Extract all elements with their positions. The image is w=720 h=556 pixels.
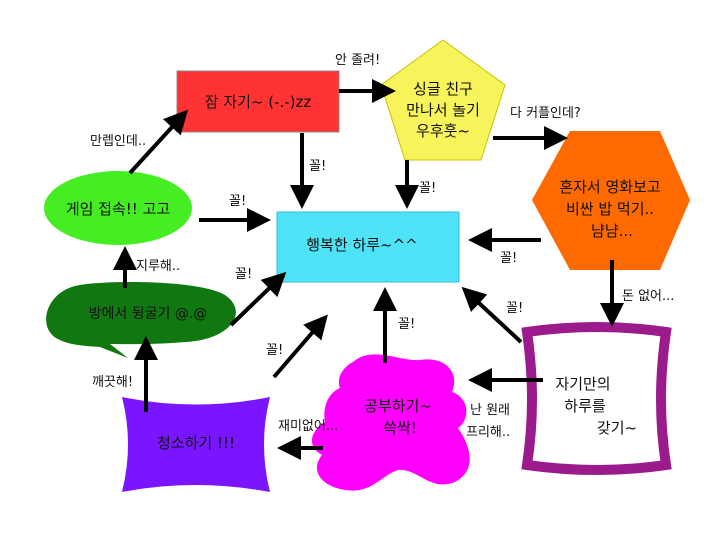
node-alone-movie-shape <box>532 131 690 270</box>
node-own-day: 자기만의 하루를 갖기~ <box>521 322 672 475</box>
edge-label-joy-own: 꼴! <box>506 301 523 316</box>
node-alone-movie: 혼자서 영화보고 비싼 밥 먹기.. 냠냠... <box>532 131 690 270</box>
node-cleaning: 청소하기 !!! <box>122 397 270 492</box>
node-single-friend-shape <box>380 39 506 161</box>
node-happy-day-shape <box>276 211 460 283</box>
node-game-shape <box>44 171 192 245</box>
node-sleep-shape <box>176 70 340 133</box>
node-alone-movie-line-1: 혼자서 영화보고 <box>559 178 660 196</box>
arrow-cleaning-to-happy <box>272 314 328 379</box>
edge-label-no-money: 돈 없어... <box>622 289 674 304</box>
node-single-friend-line-1: 싱글 친구 <box>413 80 473 98</box>
node-study-line-2: 쓱싹! <box>383 419 417 437</box>
node-rolling-label: 방에서 뒹굴기 @.@ <box>89 306 208 322</box>
node-single-friend: 싱글 친구 만나서 놀기 우후훗~ <box>380 39 506 161</box>
edge-label-couple: 다 커플인데? <box>510 106 581 121</box>
node-alone-movie-line-2: 비싼 밥 먹기.. <box>566 200 654 218</box>
arrow-rolling-to-happy <box>229 271 287 327</box>
node-game-label: 게임 접속!! 고고 <box>66 200 170 218</box>
node-sleep: 잠 자기~ (-.-)zz <box>176 70 340 133</box>
edge-label-manleb: 만렙인데.. <box>90 134 146 149</box>
edge-label-joy-game: 꼴! <box>229 194 246 209</box>
edge-label-joy-movie: 꼴! <box>500 251 517 266</box>
node-happy-day: 행복한 하루~^^ <box>276 211 460 283</box>
node-own-day-line-2: 하루를 <box>564 397 606 415</box>
arrow-own-to-happy <box>461 286 523 344</box>
node-own-day-line-1: 자기만의 <box>555 375 610 393</box>
arrow-game-to-sleep <box>128 109 189 175</box>
node-alone-movie-line-3: 냠냠... <box>591 222 633 240</box>
node-single-friend-line-2: 만나서 놀기 <box>406 101 480 119</box>
edge-label-free-born-1: 난 원래 <box>470 403 510 418</box>
edge-label-boring-rolling: 지루해.. <box>136 259 180 274</box>
node-sleep-label: 잠 자기~ (-.-)zz <box>205 93 312 111</box>
edge-label-clean-done: 깨끗해! <box>92 375 133 390</box>
edge-label-no-fun: 재미없어... <box>278 419 338 434</box>
edge-label-joy-friend: 꼴! <box>419 181 436 196</box>
node-rolling-shape <box>46 282 236 358</box>
node-game: 게임 접속!! 고고 <box>44 171 192 245</box>
node-study: 공부하기~ 쓱싹! <box>311 354 470 491</box>
node-cleaning-shape <box>122 397 270 492</box>
node-single-friend-line-3: 우후훗~ <box>416 122 470 140</box>
node-rolling: 방에서 뒹굴기 @.@ <box>46 282 236 358</box>
edge-label-joy-rolling: 꼴! <box>235 267 252 282</box>
node-study-shape <box>311 354 470 491</box>
node-happy-day-label: 행복한 하루~^^ <box>306 236 417 254</box>
edge-label-free-born-2: 프리해.. <box>466 425 510 440</box>
edge-label-joy-sleep: 꼴! <box>309 159 326 174</box>
node-own-day-line-3: 갖기~ <box>597 419 637 437</box>
node-cleaning-label: 청소하기 !!! <box>157 434 235 452</box>
node-study-line-1: 공부하기~ <box>364 397 432 415</box>
edge-label-joy-study: 꼴! <box>398 317 415 332</box>
edge-label-cant-sleep: 안 졸려! <box>335 53 380 68</box>
edge-label-joy-clean: 꼴! <box>266 343 283 358</box>
node-own-day-shape <box>521 322 672 475</box>
